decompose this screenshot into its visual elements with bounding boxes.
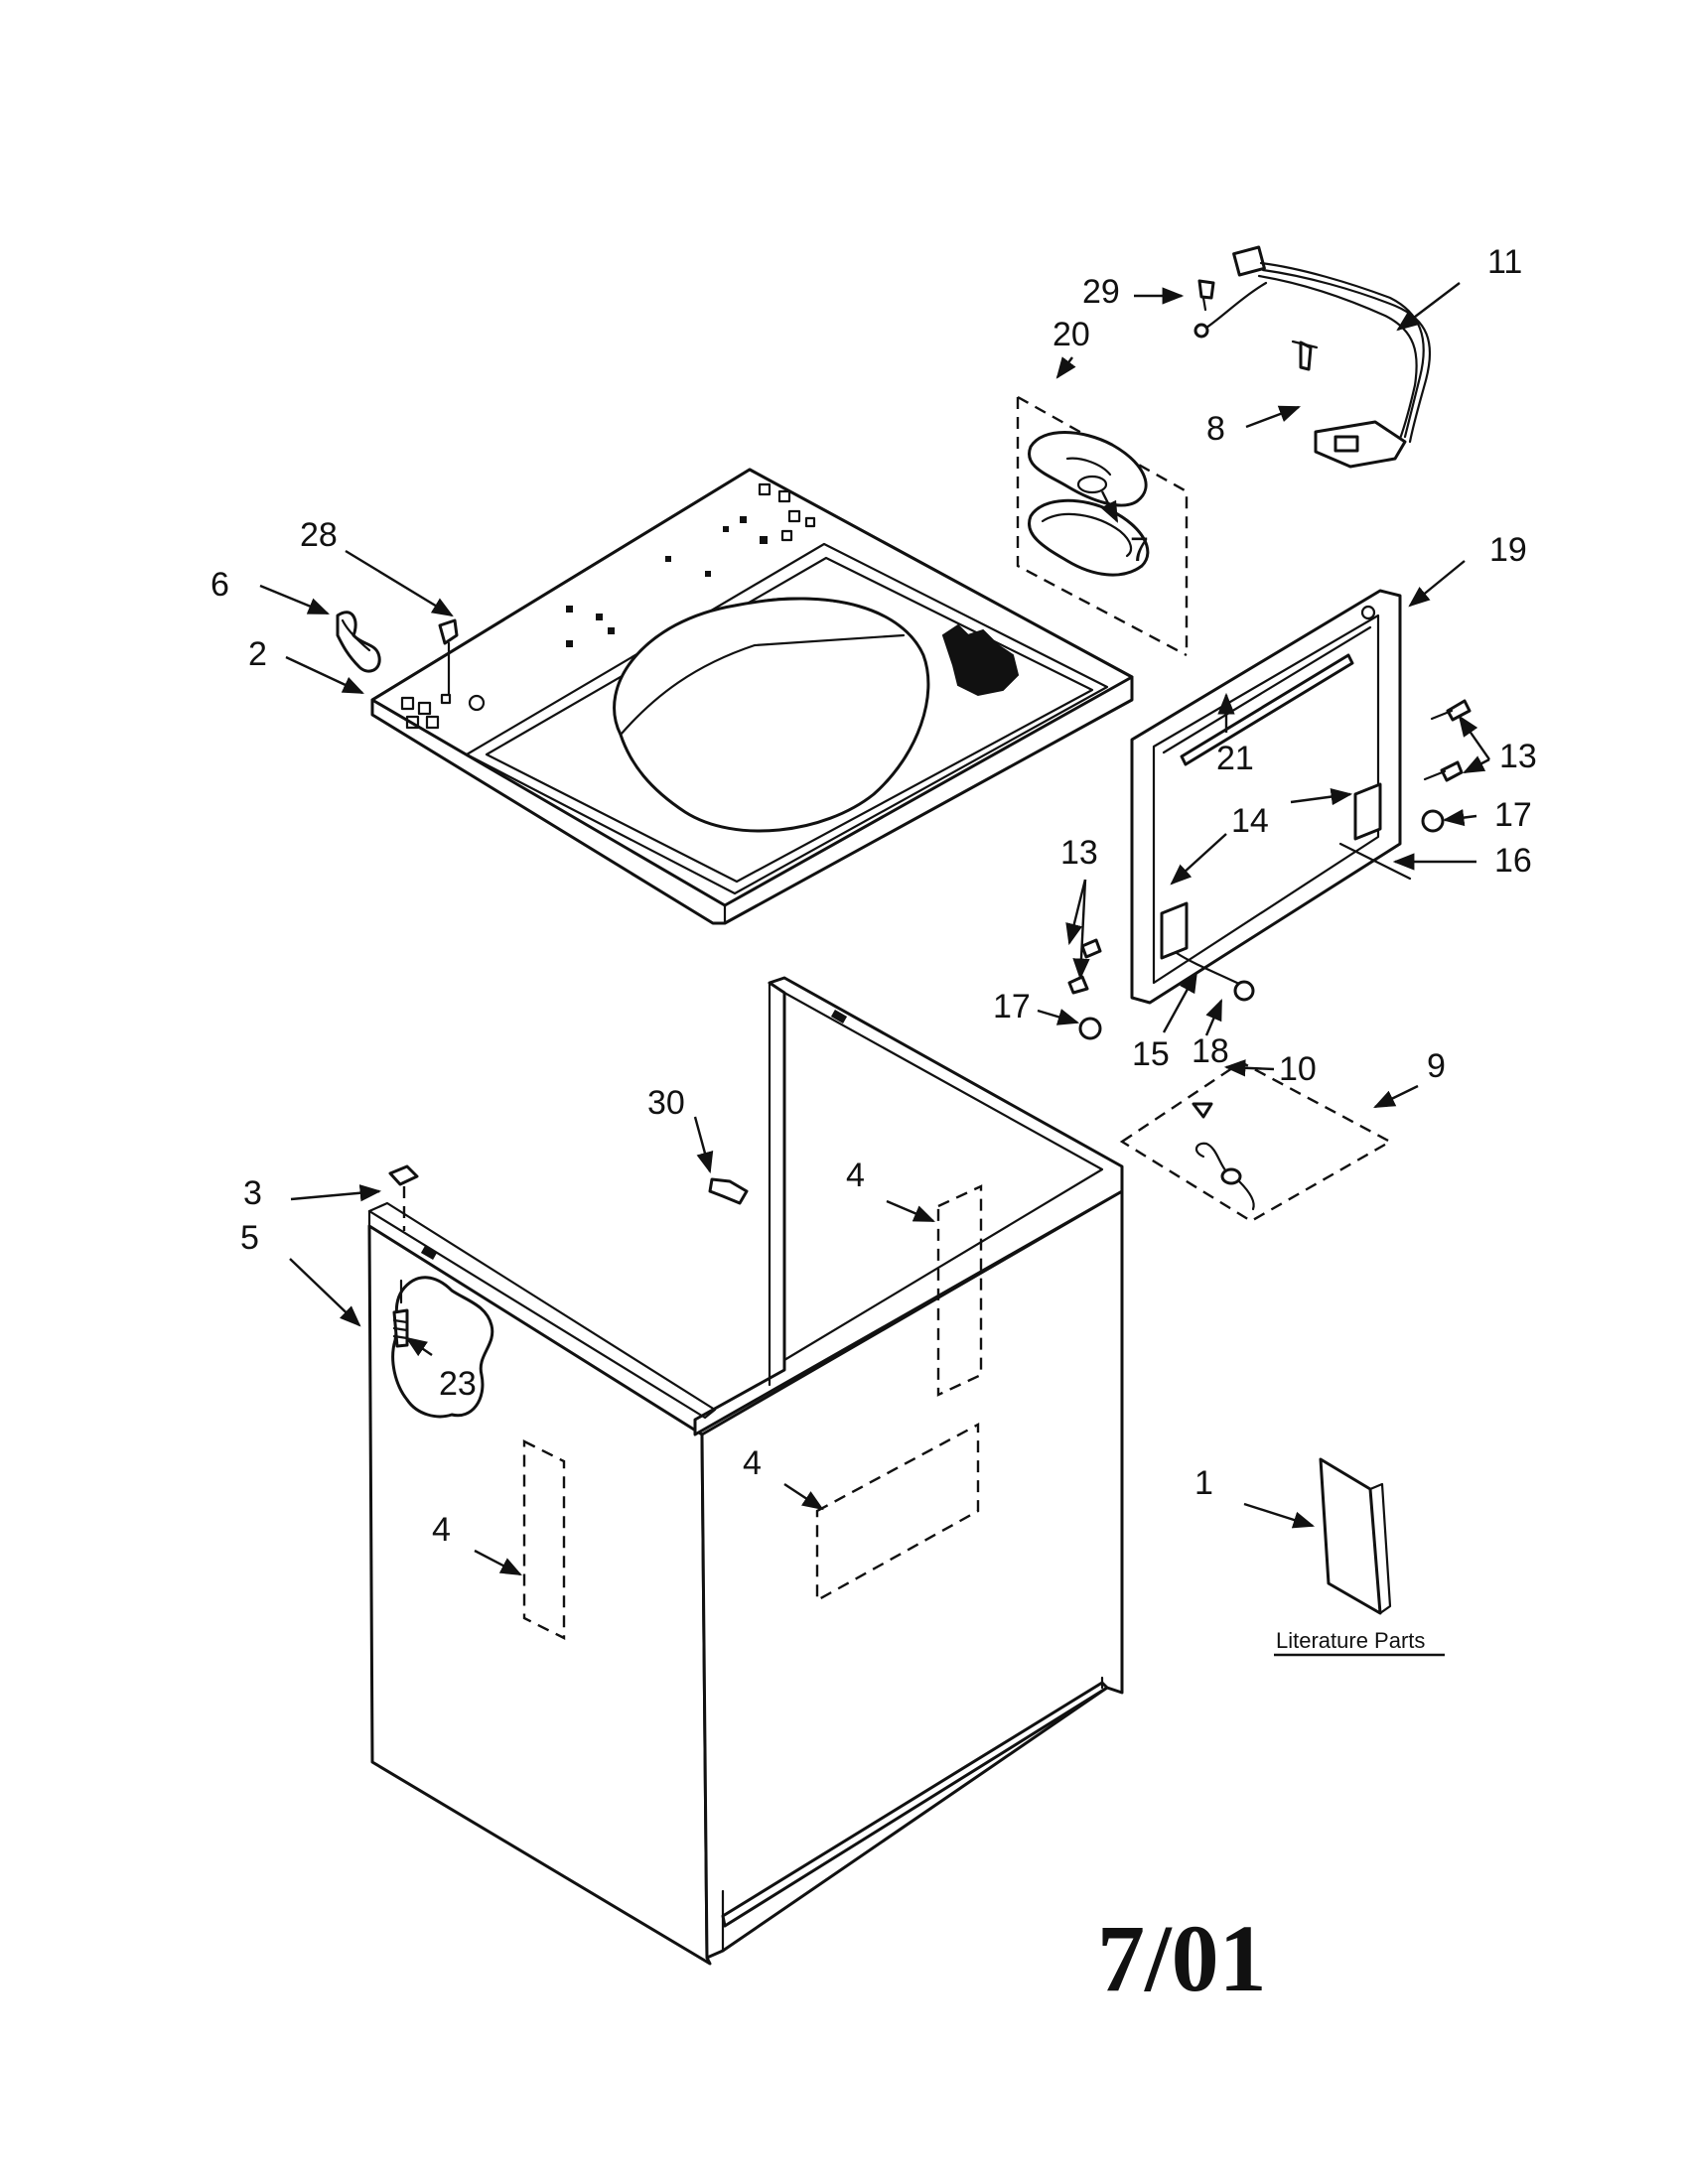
callout-3: 3: [243, 1174, 262, 1212]
callout-13a: 13: [1499, 738, 1537, 775]
cabinet: [367, 976, 1124, 1966]
literature-book: [1319, 1457, 1392, 1615]
leader-arrows: [259, 282, 1490, 1576]
callout-4b: 4: [743, 1444, 762, 1482]
callout-15: 15: [1132, 1035, 1170, 1073]
callout-11: 11: [1487, 243, 1522, 281]
callout-30: 30: [647, 1084, 685, 1122]
callout-2: 2: [248, 635, 267, 673]
hook-6: [336, 611, 381, 673]
callout-29: 29: [1082, 273, 1120, 311]
callout-labels: 29 11 20 8 7 19 21 14 13 17 16 13 17 15 …: [210, 243, 1537, 2011]
callout-20: 20: [1052, 316, 1090, 353]
callout-4a: 4: [846, 1157, 865, 1194]
callout-13b: 13: [1060, 834, 1098, 872]
lid: [1067, 589, 1472, 1040]
callout-10: 10: [1279, 1050, 1317, 1088]
callout-18: 18: [1192, 1032, 1229, 1070]
clip-28: [438, 618, 459, 697]
dispenser-group: [1016, 395, 1189, 657]
callout-8: 8: [1206, 410, 1225, 448]
callout-17a: 17: [1494, 796, 1532, 834]
callout-14a: 14: [1231, 802, 1269, 840]
wire-harness: [1193, 245, 1432, 469]
callout-16: 16: [1494, 842, 1532, 880]
date-code: 7/01: [1097, 1905, 1267, 2011]
lid-switch-kit: [1119, 1060, 1393, 1223]
callout-7: 7: [1130, 531, 1149, 569]
callout-9: 9: [1427, 1047, 1446, 1085]
callout-23: 23: [439, 1365, 477, 1403]
literature-label: Literature Parts: [1276, 1628, 1425, 1653]
callout-5: 5: [240, 1219, 259, 1257]
callout-6: 6: [210, 566, 229, 604]
callout-21: 21: [1216, 740, 1254, 777]
callout-4c: 4: [432, 1511, 451, 1549]
callout-19: 19: [1489, 531, 1527, 569]
callout-28: 28: [300, 516, 338, 554]
callout-17b: 17: [993, 988, 1031, 1025]
top-panel: [370, 468, 1134, 925]
callout-1: 1: [1194, 1464, 1213, 1502]
